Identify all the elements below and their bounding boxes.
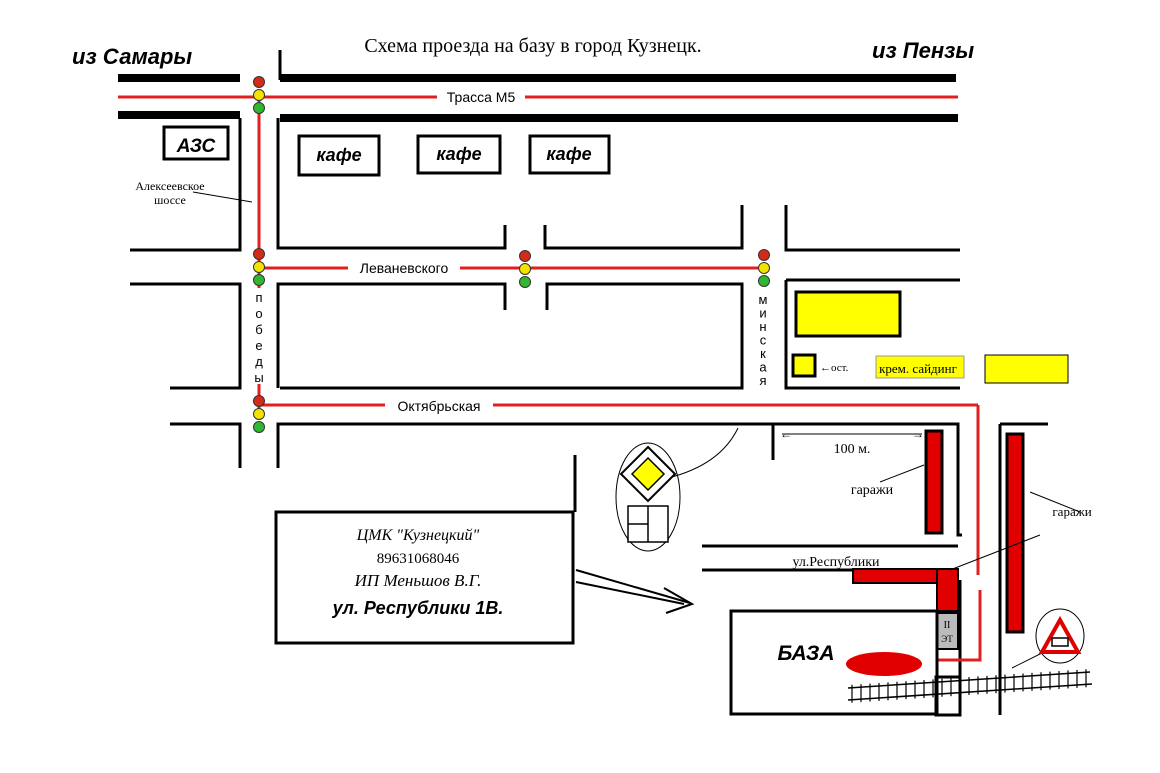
base-building bbox=[729, 609, 939, 716]
traffic-light-2-red bbox=[253, 248, 265, 260]
garages-block-1 bbox=[924, 429, 944, 535]
cafe-box-2 bbox=[416, 134, 502, 175]
respubliki-label: ул.Республики bbox=[792, 555, 880, 570]
info-box bbox=[274, 510, 575, 645]
company-owner: ИП Меньшов В.Г. bbox=[354, 571, 482, 590]
garages-label-2: гаражи bbox=[1052, 504, 1091, 519]
cafe-box-1 bbox=[297, 134, 381, 177]
company-address: ул. Республики 1В. bbox=[332, 598, 504, 618]
base-label: БАЗА bbox=[777, 642, 834, 665]
oktyabrskaya-label: Октябрьская bbox=[397, 398, 480, 414]
minskaya-label-bg bbox=[755, 288, 771, 396]
priority-road-sign-center bbox=[630, 456, 666, 492]
yellow-building-large bbox=[794, 290, 902, 338]
railway-ties bbox=[851, 669, 1087, 703]
garages-pointer-3 bbox=[949, 534, 1041, 571]
highway-label: Трасса М5 bbox=[447, 89, 516, 105]
traffic-light-4-red bbox=[758, 249, 770, 261]
respubliki-red-block bbox=[852, 568, 938, 584]
bus-stop-text: ост. bbox=[831, 362, 849, 374]
railway-crossing bbox=[934, 675, 962, 717]
kremsiding-box bbox=[875, 355, 965, 379]
company-name: ЦМК "Кузнецкий" bbox=[356, 527, 480, 544]
garages-pointer-1 bbox=[879, 464, 925, 483]
oktyabrskaya-label-bg bbox=[385, 396, 493, 414]
traffic-light-1-red bbox=[253, 76, 265, 88]
base-red-marker bbox=[846, 652, 922, 676]
railway-warning-sign bbox=[1038, 615, 1082, 654]
traffic-light-3-red bbox=[519, 250, 531, 262]
company-phone: 89631068046 bbox=[377, 551, 460, 567]
gas-station-box bbox=[162, 125, 230, 161]
garages-label-1: гаражи bbox=[851, 483, 894, 498]
cafe-label-1: кафе bbox=[316, 145, 361, 165]
levanevskogo-label: Леваневского bbox=[360, 260, 449, 276]
traffic-light-4-green bbox=[758, 275, 770, 287]
distance-arrow-left: ← bbox=[780, 427, 792, 441]
traffic-lights bbox=[253, 76, 770, 433]
traffic-light-3-green bbox=[519, 276, 531, 288]
cafe-label-2: кафе bbox=[436, 144, 481, 164]
yellow-building-right bbox=[984, 354, 1069, 384]
traffic-light-1-green bbox=[253, 102, 265, 114]
traffic-light-2-green bbox=[253, 274, 265, 286]
from-samara-label: из Самары bbox=[72, 44, 192, 69]
priority-sign-pointer bbox=[667, 427, 739, 479]
cafe-label-3: кафе bbox=[546, 144, 591, 164]
levanevskogo-label-bg bbox=[348, 259, 460, 277]
traffic-light-5-red bbox=[253, 395, 265, 407]
pointer-arrow bbox=[575, 569, 695, 614]
bus-stop-label: ←ост. bbox=[820, 362, 849, 374]
railway-sign-icon bbox=[1051, 637, 1069, 647]
traffic-light-2-yellow bbox=[253, 261, 265, 273]
highway-label-bg bbox=[437, 88, 525, 106]
distance-arrow-right: → bbox=[912, 427, 924, 441]
from-penza-label: из Пензы bbox=[872, 38, 974, 63]
traffic-light-4-yellow bbox=[758, 262, 770, 274]
distance-label: 100 м. bbox=[834, 442, 871, 457]
cafe-box-3 bbox=[528, 134, 611, 175]
garages-pointer-2 bbox=[1029, 491, 1081, 513]
traffic-light-5-green bbox=[253, 421, 265, 433]
alekseevskoe-pointer bbox=[192, 191, 253, 203]
gas-station-label: АЗС bbox=[176, 136, 216, 157]
checkpoint-label-top: II bbox=[944, 620, 951, 631]
railway bbox=[847, 671, 1093, 701]
traffic-light-1-yellow bbox=[253, 89, 265, 101]
garages-block-2 bbox=[1005, 432, 1025, 634]
gate-red-block bbox=[936, 568, 959, 612]
map-title: Схема проезда на базу в город Кузнецк. bbox=[364, 35, 701, 57]
traffic-light-3-yellow bbox=[519, 263, 531, 275]
kremsiding-label: крем. сайдинг bbox=[879, 361, 957, 376]
traffic-light-5-yellow bbox=[253, 408, 265, 420]
checkpoint-label-bottom: ЭТ bbox=[941, 634, 953, 644]
bus-stop-box bbox=[791, 353, 817, 378]
pobedy-label-bg bbox=[251, 288, 267, 384]
